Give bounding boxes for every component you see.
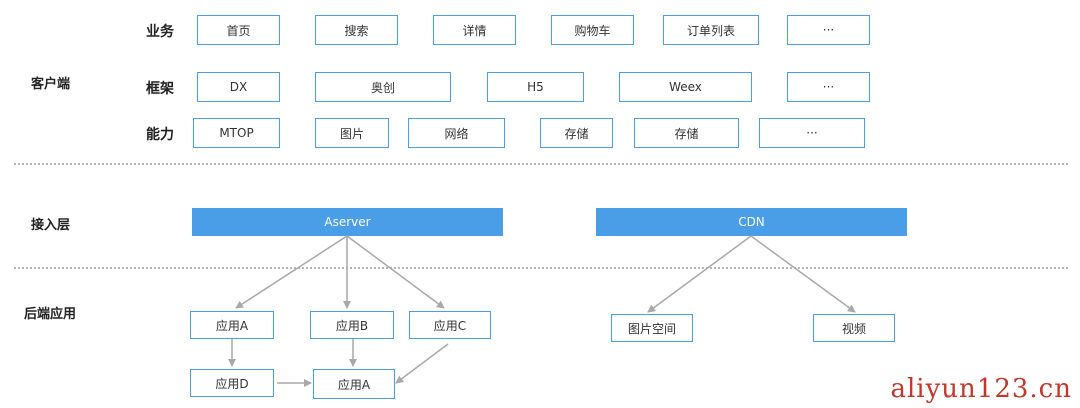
arrow-app-c-to-app-a2 bbox=[395, 343, 449, 384]
row-label-business: 业务 bbox=[146, 24, 174, 40]
framework-box-aochuang: 奥创 bbox=[315, 72, 451, 102]
layer-label-client: 客户端 bbox=[31, 77, 71, 92]
capability-box-image: 图片 bbox=[315, 118, 389, 148]
backend-box-app-c: 应用C bbox=[409, 311, 491, 339]
business-box-more: ··· bbox=[787, 15, 870, 45]
capability-box-mtop: MTOP bbox=[193, 118, 280, 148]
backend-box-app-a: 应用A bbox=[190, 311, 274, 339]
row-label-capability: 能力 bbox=[146, 127, 174, 143]
layer-label-backend: 后端应用 bbox=[24, 307, 77, 322]
backend-box-app-a2: 应用A bbox=[313, 369, 395, 399]
divider-access-backend bbox=[14, 267, 1068, 269]
business-box-order-list: 订单列表 bbox=[663, 15, 759, 45]
arrow-aserver-to-app-c bbox=[346, 235, 445, 309]
row-label-framework: 框架 bbox=[146, 81, 174, 97]
divider-client-access bbox=[14, 163, 1068, 165]
backend-box-app-b: 应用B bbox=[310, 311, 394, 339]
framework-box-h5: H5 bbox=[487, 72, 584, 102]
watermark-text: aliyun123.cn bbox=[890, 374, 1072, 404]
capability-box-storage-1: 存储 bbox=[540, 118, 613, 148]
arrow-cdn-to-video bbox=[750, 235, 856, 313]
business-box-home: 首页 bbox=[197, 15, 280, 45]
business-box-cart: 购物车 bbox=[551, 15, 634, 45]
framework-box-weex: Weex bbox=[619, 72, 752, 102]
layer-label-access: 接入层 bbox=[31, 218, 71, 233]
capability-box-network: 网络 bbox=[408, 118, 505, 148]
arrow-aserver-to-app-a bbox=[235, 235, 348, 309]
business-box-detail: 详情 bbox=[433, 15, 516, 45]
backend-box-image-space: 图片空间 bbox=[611, 314, 693, 342]
framework-box-more: ··· bbox=[787, 72, 870, 102]
cdn-bar: CDN bbox=[596, 208, 907, 236]
backend-box-video: 视频 bbox=[813, 314, 895, 342]
framework-box-dx: DX bbox=[197, 72, 280, 102]
capability-box-storage-2: 存储 bbox=[634, 118, 739, 148]
arrow-cdn-to-image-space bbox=[647, 235, 752, 313]
business-box-search: 搜索 bbox=[315, 15, 398, 45]
capability-box-more: ··· bbox=[759, 118, 865, 148]
aserver-bar: Aserver bbox=[192, 208, 503, 236]
backend-box-app-d: 应用D bbox=[190, 369, 274, 397]
